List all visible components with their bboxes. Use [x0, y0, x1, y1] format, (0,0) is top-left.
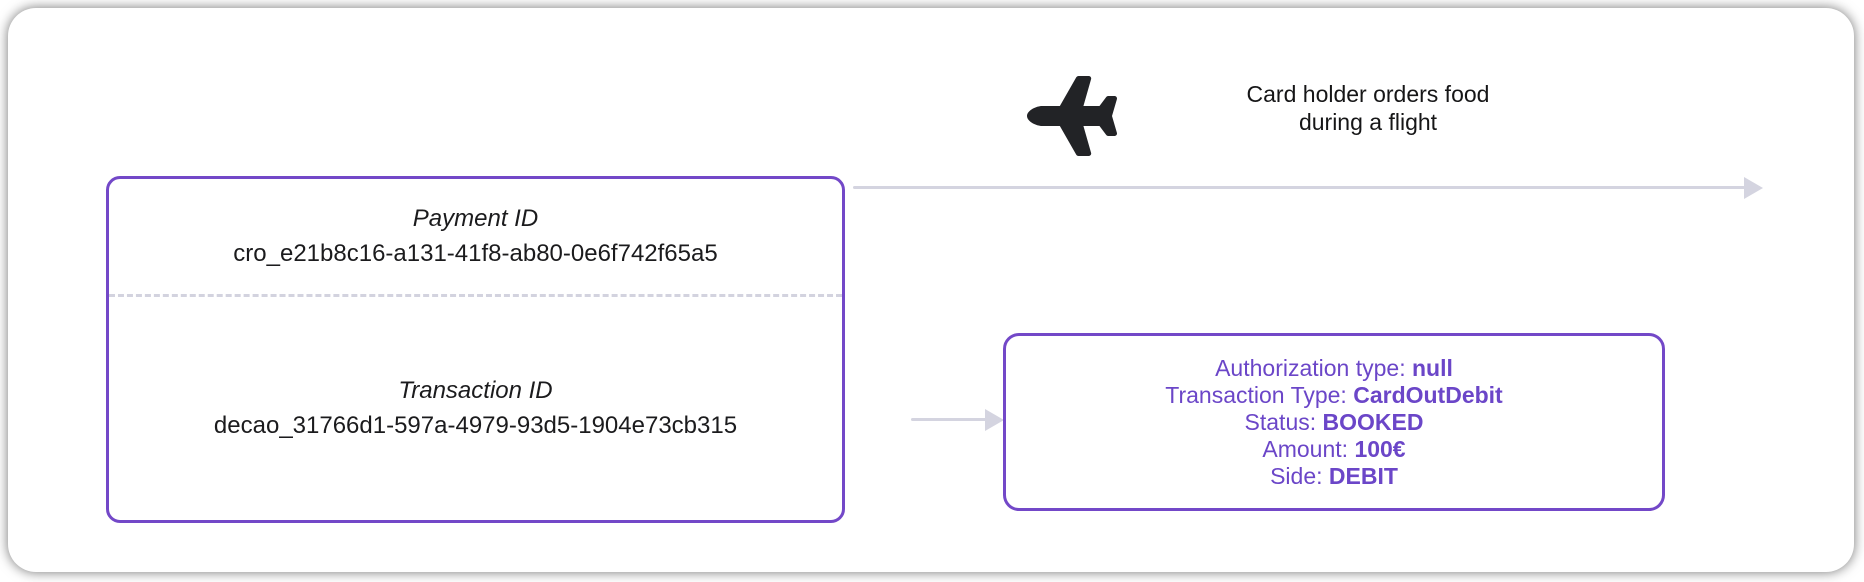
airplane-icon	[1026, 70, 1118, 162]
payment-id-section: Payment ID cro_e21b8c16-a131-41f8-ab80-0…	[109, 179, 842, 297]
payment-id-value: cro_e21b8c16-a131-41f8-ab80-0e6f742f65a5	[233, 240, 718, 267]
flight-caption: Card holder orders food during a flight	[1163, 80, 1573, 136]
flow-arrowhead-icon	[1744, 176, 1763, 199]
transaction-field-row: Authorization type: null	[1215, 355, 1453, 382]
field-value: null	[1412, 354, 1453, 381]
field-label: Side:	[1270, 462, 1329, 489]
field-value: DEBIT	[1328, 462, 1398, 489]
flight-caption-line2: during a flight	[1298, 109, 1438, 135]
transaction-field-row: Status: BOOKED	[1245, 409, 1424, 436]
field-value: BOOKED	[1322, 408, 1424, 435]
field-label: Amount:	[1262, 435, 1355, 462]
field-value: 100€	[1354, 435, 1406, 462]
payment-id-label: Payment ID	[412, 205, 539, 232]
field-label: Transaction Type:	[1165, 381, 1354, 408]
field-value: CardOutDebit	[1353, 381, 1503, 408]
transaction-details-box: Authorization type: null Transaction Typ…	[1003, 333, 1665, 511]
flight-caption-line1: Card holder orders food	[1246, 81, 1490, 107]
transaction-id-label: Transaction ID	[398, 377, 553, 404]
flow-arrow-line	[853, 186, 1745, 189]
payment-id-box: Payment ID cro_e21b8c16-a131-41f8-ab80-0…	[106, 176, 845, 523]
transaction-id-section: Transaction ID decao_31766d1-597a-4979-9…	[109, 297, 842, 520]
field-label: Status:	[1244, 408, 1323, 435]
transaction-field-row: Amount: 100€	[1262, 436, 1405, 463]
transaction-field-row: Side: DEBIT	[1270, 463, 1398, 490]
diagram-canvas: Payment ID cro_e21b8c16-a131-41f8-ab80-0…	[8, 8, 1854, 572]
transaction-id-value: decao_31766d1-597a-4979-93d5-1904e73cb31…	[213, 412, 738, 439]
transaction-field-row: Transaction Type: CardOutDebit	[1165, 382, 1502, 409]
transaction-arrow-line	[911, 418, 989, 421]
field-label: Authorization type:	[1215, 354, 1412, 381]
transaction-arrowhead-icon	[985, 408, 1004, 431]
